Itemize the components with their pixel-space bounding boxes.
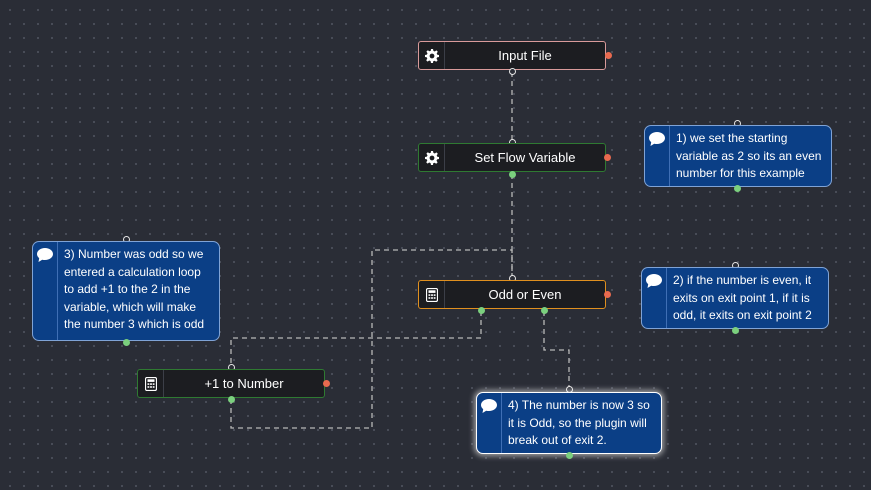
note-output-port[interactable] (734, 185, 741, 192)
error-output-port[interactable] (605, 52, 612, 59)
node-label: Odd or Even (488, 287, 562, 302)
note-text: 3) Number was odd so we entered a calcul… (64, 247, 205, 331)
error-output-port[interactable] (604, 291, 611, 298)
comment-note-2[interactable]: 2) if the number is even, it exits on ex… (641, 267, 829, 329)
comment-note-4[interactable]: 4) The number is now 3 so it is Odd, so … (476, 392, 662, 454)
gear-icon (419, 144, 445, 171)
speech-bubble-icon (33, 242, 58, 340)
error-output-port[interactable] (604, 154, 611, 161)
note-output-port[interactable] (732, 327, 739, 334)
output-port[interactable] (509, 171, 516, 178)
wire-exit2-to-note4 (543, 311, 570, 390)
wire-loop-back (230, 249, 513, 429)
note-output-port[interactable] (123, 339, 130, 346)
output-port[interactable] (509, 68, 516, 75)
comment-note-1[interactable]: 1) we set the starting variable as 2 so … (644, 125, 832, 187)
speech-bubble-icon (477, 393, 502, 453)
node-label: Set Flow Variable (474, 150, 576, 165)
note-text: 1) we set the starting variable as 2 so … (676, 131, 822, 180)
note-text: 4) The number is now 3 so it is Odd, so … (508, 398, 650, 447)
error-output-port[interactable] (323, 380, 330, 387)
output-port-1[interactable] (478, 307, 485, 314)
calculator-icon (138, 370, 164, 397)
note-text: 2) if the number is even, it exits on ex… (673, 273, 812, 322)
node-set-flow-variable[interactable]: Set Flow Variable (418, 143, 606, 172)
wire-exit1-to-plusone (230, 311, 482, 367)
comment-note-3[interactable]: 3) Number was odd so we entered a calcul… (32, 241, 220, 341)
node-input-file[interactable]: Input File (418, 41, 606, 70)
output-port[interactable] (228, 396, 235, 403)
speech-bubble-icon (645, 126, 670, 186)
node-label: +1 to Number (204, 376, 284, 391)
output-port-2[interactable] (541, 307, 548, 314)
note-output-port[interactable] (566, 452, 573, 459)
calculator-icon (419, 281, 445, 308)
speech-bubble-icon (642, 268, 667, 328)
node-label: Input File (498, 48, 552, 63)
node-plus-one[interactable]: +1 to Number (137, 369, 325, 398)
gear-icon (419, 42, 445, 69)
node-odd-or-even[interactable]: Odd or Even (418, 280, 606, 309)
